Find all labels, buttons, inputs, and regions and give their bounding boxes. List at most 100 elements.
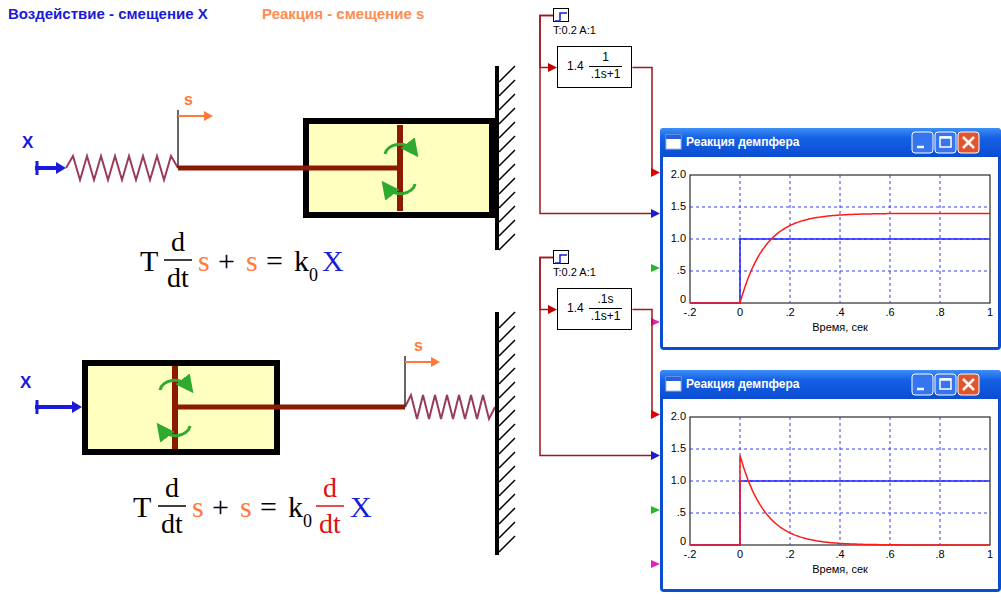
block-label: T:0.2 A:1 xyxy=(553,25,596,36)
maximize-button xyxy=(940,137,951,147)
signal-line xyxy=(540,258,553,310)
equation-term: dt xyxy=(161,510,183,538)
input-rod xyxy=(36,161,39,175)
axis-tick: 2.0 xyxy=(671,411,686,422)
axis-tick: .5 xyxy=(677,265,686,276)
input-rod xyxy=(36,400,39,414)
maximize-button xyxy=(940,136,951,139)
window-frame xyxy=(660,370,1001,592)
spring-symbol xyxy=(66,156,178,180)
fraction-line xyxy=(316,505,344,507)
equation-term: dt xyxy=(167,264,189,292)
axis-tick: 0 xyxy=(680,536,686,547)
output-label: s xyxy=(184,92,193,108)
equation-term: d xyxy=(171,228,185,256)
response-trace xyxy=(690,213,990,303)
equation-term: d xyxy=(323,474,337,502)
input-trace xyxy=(690,481,990,545)
signal-line xyxy=(540,16,652,214)
input-port xyxy=(651,560,660,568)
equation-term: + xyxy=(212,492,229,522)
arrowhead xyxy=(651,451,660,460)
window-frame xyxy=(660,128,1001,350)
axis-tick: 1.0 xyxy=(671,233,686,244)
scope-window-frame xyxy=(660,128,1001,350)
equation-subscript: 0 xyxy=(303,512,312,530)
wall xyxy=(495,66,499,250)
signal-connector xyxy=(540,16,660,219)
axis-tick: .5 xyxy=(677,507,686,518)
position-marker xyxy=(177,110,179,168)
close-button xyxy=(958,132,979,153)
axis-tick: .4 xyxy=(835,549,844,560)
equation-term: s xyxy=(198,246,210,276)
damper-spring-bottom xyxy=(35,312,515,555)
signal-connector xyxy=(632,68,660,178)
axis-tick: .2 xyxy=(785,549,794,560)
input-arrow xyxy=(56,162,66,174)
input-port xyxy=(651,264,660,272)
equation-term: dt xyxy=(319,510,341,538)
signal-connector xyxy=(540,16,557,73)
heading-text: Воздействие - смещение X xyxy=(8,6,208,21)
window-body xyxy=(663,399,998,589)
axis-tick: 1.5 xyxy=(671,443,686,454)
axis-tick: .8 xyxy=(935,307,944,318)
piston-rod xyxy=(175,405,405,410)
arrowhead xyxy=(651,209,660,218)
axis-tick: .2 xyxy=(785,307,794,318)
piston xyxy=(397,125,403,211)
wall-hatching xyxy=(499,66,515,250)
maximize-button xyxy=(940,378,951,381)
fraction: .1s.1s+1 xyxy=(589,293,623,325)
equation-term: d xyxy=(165,474,179,502)
axis-tick: 1 xyxy=(987,307,993,318)
equation-term: X xyxy=(322,246,344,276)
plot-area xyxy=(690,417,990,545)
close-button xyxy=(963,137,974,148)
gain: 1.4 xyxy=(567,302,584,316)
numerator: .1s xyxy=(589,293,623,309)
step-icon xyxy=(553,8,569,22)
arrowhead xyxy=(651,410,660,419)
equation-term: + xyxy=(218,246,235,276)
output-arrow xyxy=(178,115,204,117)
transfer-block: 1.4 .1s.1s+1 xyxy=(557,288,632,330)
minimize-button xyxy=(917,146,924,149)
wall-hatching xyxy=(499,312,515,552)
input-port xyxy=(651,506,660,514)
equation-term: s xyxy=(240,492,252,522)
numerator: 1 xyxy=(589,51,623,67)
output-arrow xyxy=(204,111,213,121)
equation-term: s xyxy=(246,246,258,276)
axis-tick: -.2 xyxy=(684,549,697,560)
transfer-block: 1.4 1.1s+1 xyxy=(557,46,632,88)
scope-window-frame xyxy=(660,370,1001,592)
fraction-line xyxy=(158,505,186,507)
scope-window: Реакция демпфера2.01.51.0.50-.20.2.4.6.8… xyxy=(660,370,1001,592)
step-glyph xyxy=(554,253,568,265)
arrowhead xyxy=(548,63,557,72)
gain: 1.4 xyxy=(567,60,584,74)
minimize-button xyxy=(917,388,924,391)
window-title: Реакция демпфера xyxy=(686,136,799,148)
output-label: s xyxy=(414,338,423,354)
output-arrow xyxy=(431,357,440,367)
axis-tick: 1.0 xyxy=(671,475,686,486)
flow-arrow xyxy=(387,184,415,194)
arrowhead xyxy=(651,168,660,177)
response-trace xyxy=(690,455,990,545)
denominator: .1s+1 xyxy=(589,309,623,325)
equation-term: X xyxy=(350,492,372,522)
denominator: .1s+1 xyxy=(589,67,623,83)
scope-window: Реакция демпфера2.01.51.0.50-.20.2.4.6.8… xyxy=(660,128,1001,350)
axis-tick: 2.0 xyxy=(671,169,686,180)
window-body xyxy=(663,157,998,347)
axis-tick: 1 xyxy=(987,549,993,560)
window-icon xyxy=(666,135,681,139)
maximize-button xyxy=(935,132,956,153)
flow-arrow xyxy=(162,426,190,436)
maximize-button xyxy=(940,379,951,389)
title-bar xyxy=(660,128,1001,157)
signal-line xyxy=(632,310,652,415)
